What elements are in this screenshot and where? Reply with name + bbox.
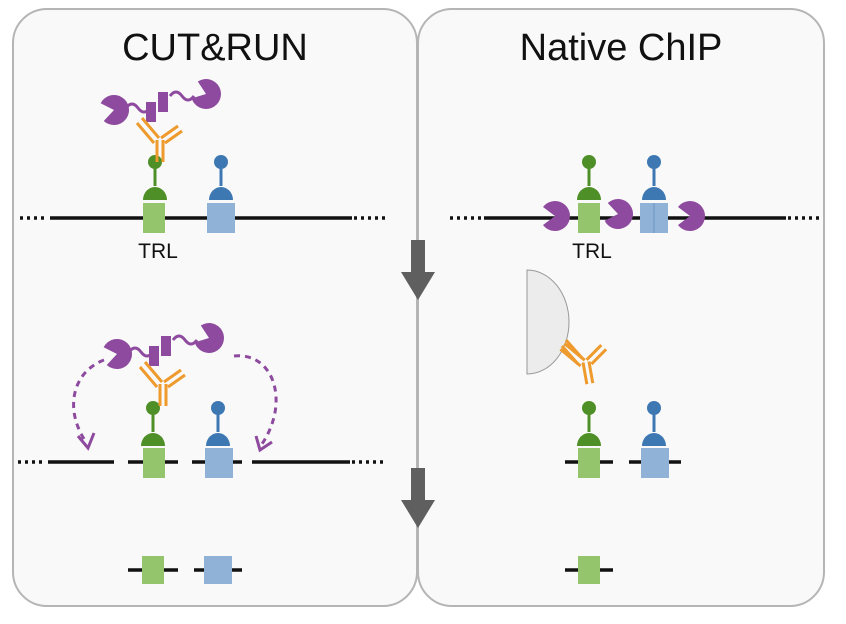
native-chip-step3 (565, 556, 613, 584)
antibody-left-arm (560, 339, 584, 365)
trl-label-right: TRL (572, 240, 612, 263)
cutandrun-title: CUT&RUN (122, 27, 308, 69)
released-blue-fragment (204, 556, 232, 584)
cutandrun-step3 (128, 556, 242, 584)
gaf-binding-site (207, 203, 235, 233)
native-chip-panel (417, 8, 825, 607)
process-arrow-2 (401, 468, 435, 528)
native-chip-step2 (526, 269, 681, 478)
cleavage-arrow-left (72, 358, 105, 443)
trl-label-left: TRL (138, 240, 178, 263)
native-chip-title: Native ChIP (520, 27, 723, 69)
immunoprecipitated-trl-fragment (578, 556, 600, 584)
process-arrow-1 (401, 240, 435, 300)
native-chip-step1: TRL (450, 153, 820, 263)
trl-binding-site (143, 203, 165, 233)
cutandrun-step2 (18, 320, 386, 478)
cutandrun-step1: TRL (20, 76, 388, 263)
cleavage-arrow-right (233, 354, 278, 445)
released-trl-fragment (142, 556, 164, 584)
bead-icon (526, 269, 570, 375)
